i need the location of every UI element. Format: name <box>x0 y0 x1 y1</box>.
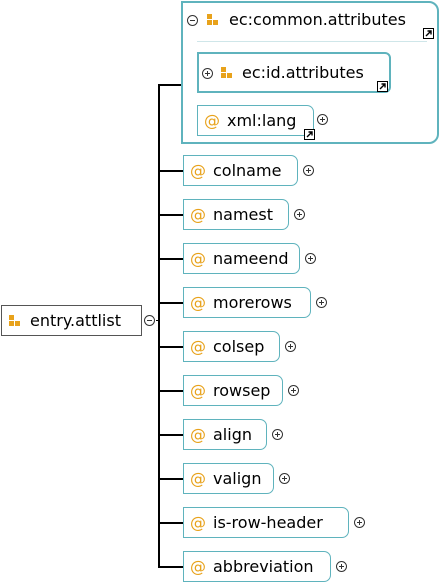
expand-toggle-icon[interactable] <box>316 297 327 308</box>
attribute-icon: @ <box>190 161 206 180</box>
attribute-icon: @ <box>190 469 206 488</box>
group-icon <box>207 14 219 26</box>
attribute-node-valign[interactable]: @ valign <box>183 463 274 494</box>
connector-branch <box>158 258 183 260</box>
connector-branch <box>158 434 183 436</box>
attribute-icon: @ <box>190 557 206 576</box>
attribute-icon: @ <box>204 111 220 130</box>
connector-branch <box>158 478 183 480</box>
connector-group-branch <box>158 84 182 86</box>
attribute-icon: @ <box>190 513 206 532</box>
reference-arrow-icon[interactable] <box>423 28 434 39</box>
attribute-icon: @ <box>190 205 206 224</box>
collapse-toggle-icon[interactable] <box>144 315 155 326</box>
expand-toggle-icon[interactable] <box>202 68 213 79</box>
group-container-common-attributes: ec:common.attributes ec:id.attributes @ … <box>181 1 439 144</box>
reference-arrow-icon[interactable] <box>304 129 315 140</box>
expand-toggle-icon[interactable] <box>354 517 365 528</box>
attribute-node-namest[interactable]: @ namest <box>183 199 289 230</box>
group-icon <box>9 314 21 327</box>
expand-toggle-icon[interactable] <box>305 253 316 264</box>
expand-toggle-icon[interactable] <box>294 209 305 220</box>
expand-toggle-icon[interactable] <box>272 429 283 440</box>
connector-branch <box>158 214 183 216</box>
group-node-label: ec:id.attributes <box>242 63 364 82</box>
attribute-label: nameend <box>213 249 289 268</box>
attribute-node-abbreviation[interactable]: @ abbreviation <box>183 551 331 582</box>
attribute-label: colsep <box>213 337 265 356</box>
attribute-icon: @ <box>190 337 206 356</box>
attribute-icon: @ <box>190 381 206 400</box>
attribute-label: valign <box>213 469 262 488</box>
attribute-node-morerows[interactable]: @ morerows <box>183 287 311 318</box>
expand-toggle-icon[interactable] <box>288 385 299 396</box>
attribute-label: rowsep <box>213 381 271 400</box>
attribute-label: colname <box>213 161 282 180</box>
connector-branch <box>158 566 183 568</box>
group-label: ec:common.attributes <box>229 10 406 29</box>
attribute-node-align[interactable]: @ align <box>183 419 267 450</box>
expand-toggle-icon[interactable] <box>336 561 347 572</box>
attribute-label: xml:lang <box>227 111 297 130</box>
connector-branch <box>158 302 183 304</box>
collapse-toggle-icon[interactable] <box>187 15 198 26</box>
expand-toggle-icon[interactable] <box>303 165 314 176</box>
expand-toggle-icon[interactable] <box>285 341 296 352</box>
attribute-icon: @ <box>190 293 206 312</box>
attribute-node-xml-lang[interactable]: @ xml:lang <box>197 105 315 140</box>
attribute-icon: @ <box>190 425 206 444</box>
reference-arrow-icon[interactable] <box>377 81 388 92</box>
connector-branch <box>158 170 183 172</box>
attribute-node-colsep[interactable]: @ colsep <box>183 331 280 362</box>
attribute-label: morerows <box>213 293 292 312</box>
expand-toggle-icon[interactable] <box>279 473 290 484</box>
attribute-icon: @ <box>190 249 206 268</box>
attribute-label: abbreviation <box>213 557 314 576</box>
group-node-id-attributes[interactable]: ec:id.attributes <box>197 52 391 93</box>
attribute-label: namest <box>213 205 273 224</box>
attribute-node-colname[interactable]: @ colname <box>183 155 298 186</box>
connector-branch <box>158 346 183 348</box>
expand-toggle-icon[interactable] <box>317 114 328 125</box>
connector-branch <box>158 390 183 392</box>
connector-branch <box>158 522 183 524</box>
group-separator <box>197 41 427 42</box>
connector-trunk <box>158 84 160 568</box>
attribute-label: is-row-header <box>213 513 323 532</box>
attribute-node-nameend[interactable]: @ nameend <box>183 243 300 274</box>
attribute-node-rowsep[interactable]: @ rowsep <box>183 375 283 406</box>
attribute-node-is-row-header[interactable]: @ is-row-header <box>183 507 349 538</box>
group-icon <box>221 66 233 79</box>
root-node-label: entry.attlist <box>30 311 121 330</box>
root-node-entry-attlist[interactable]: entry.attlist <box>1 305 142 336</box>
attribute-label: align <box>213 425 252 444</box>
